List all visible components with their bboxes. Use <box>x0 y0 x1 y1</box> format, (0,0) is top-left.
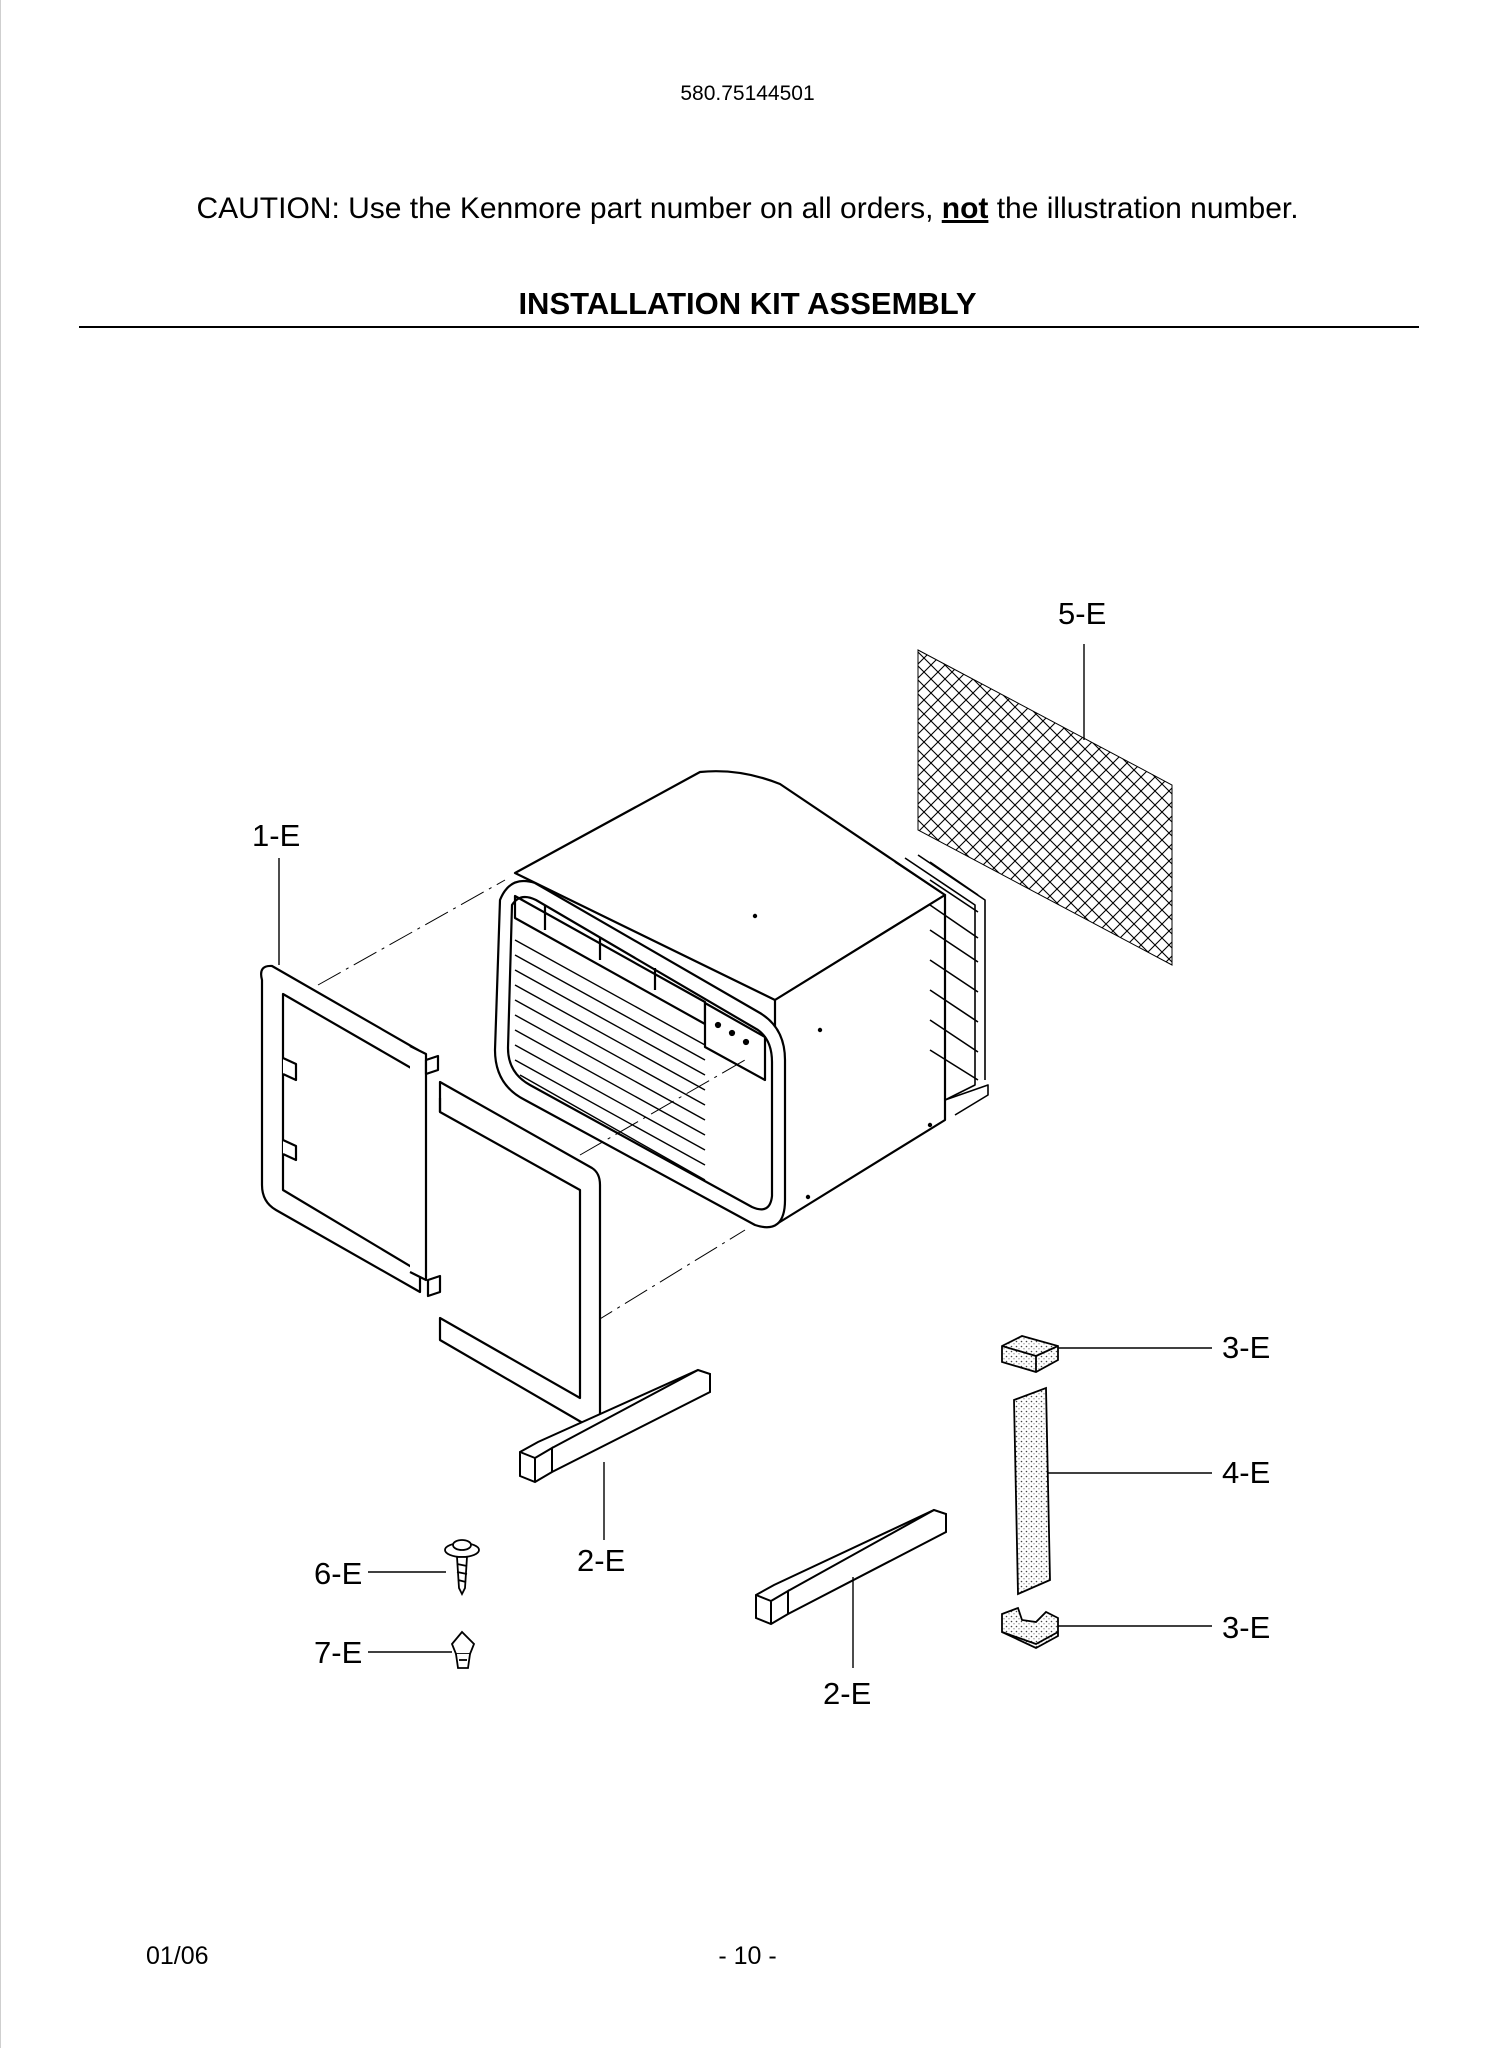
footer-date: 01/06 <box>146 1942 209 1970</box>
alignment-lines <box>317 879 746 1326</box>
callout-clip: 7-E <box>314 1635 363 1670</box>
screw-part <box>444 1539 480 1597</box>
title-rule <box>79 326 1419 328</box>
leader-lines <box>278 644 1212 1668</box>
callout-foam-bottom: 3-E <box>1222 1610 1271 1645</box>
air-conditioner-unit <box>493 770 989 1229</box>
side-rail-right <box>755 1508 947 1626</box>
callout-gasket: 4-E <box>1222 1455 1271 1490</box>
model-number: 580.75144501 <box>680 82 815 105</box>
caution-emphasis: not <box>941 192 989 225</box>
callout-screw: 6-E <box>314 1556 363 1591</box>
clip-part <box>450 1630 476 1669</box>
callout-rail-b: 2-E <box>823 1676 872 1711</box>
page-number: - 10 - <box>718 1942 777 1970</box>
screen-mesh <box>917 649 1173 966</box>
foam-block-top <box>1001 1335 1059 1373</box>
callout-screen: 5-E <box>1058 596 1107 631</box>
caution-prefix: CAUTION: Use the Kenmore part number on … <box>196 192 942 225</box>
foam-block-bottom <box>1001 1606 1059 1650</box>
page-title: INSTALLATION KIT ASSEMBLY <box>518 286 977 321</box>
callout-rail-a: 2-E <box>577 1543 626 1578</box>
gasket-strip <box>1013 1386 1051 1596</box>
side-rail-left <box>519 1368 711 1484</box>
caution-note: CAUTION: Use the Kenmore part number on … <box>0 192 1495 226</box>
callout-foam-top: 3-E <box>1222 1330 1271 1365</box>
callout-frame: 1-E <box>252 818 301 853</box>
caution-suffix: the illustration number. <box>988 192 1299 225</box>
window-frame <box>260 964 602 1430</box>
